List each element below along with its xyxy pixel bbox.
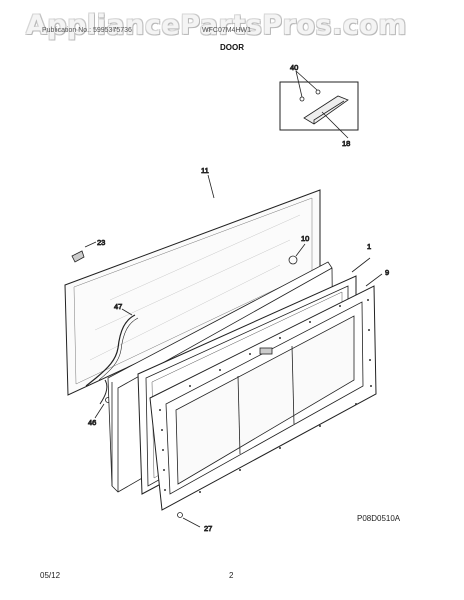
callout-27: 27 [204, 524, 212, 533]
callout-9: 9 [385, 268, 389, 277]
model-number: WFC07M4HW1 [202, 27, 252, 34]
publication-number: Publication No.: 5995375736 [42, 27, 132, 34]
callout-1: 1 [367, 242, 371, 251]
footer-date: 05/12 [40, 571, 61, 580]
part-47-heater-wire [85, 308, 139, 387]
part-9-inner-liner [149, 273, 383, 511]
watermark-logo: AppliancePartsPros.com [26, 10, 408, 41]
footer-page-number: 2 [229, 571, 234, 580]
section-title: DOOR [220, 43, 244, 52]
part-23-bracket [71, 241, 97, 263]
callout-11: 11 [201, 166, 209, 175]
callout-40: 40 [290, 63, 298, 72]
drawing-code: P08D0510A [357, 514, 401, 523]
part-27-screw [177, 512, 201, 528]
callout-23: 23 [97, 238, 105, 247]
callout-10: 10 [301, 234, 309, 243]
callout-47: 47 [114, 302, 122, 311]
part-10-plug [288, 243, 306, 265]
callout-18: 18 [342, 139, 350, 148]
hinge-detail-inset [279, 70, 359, 139]
callout-46: 46 [88, 418, 96, 427]
